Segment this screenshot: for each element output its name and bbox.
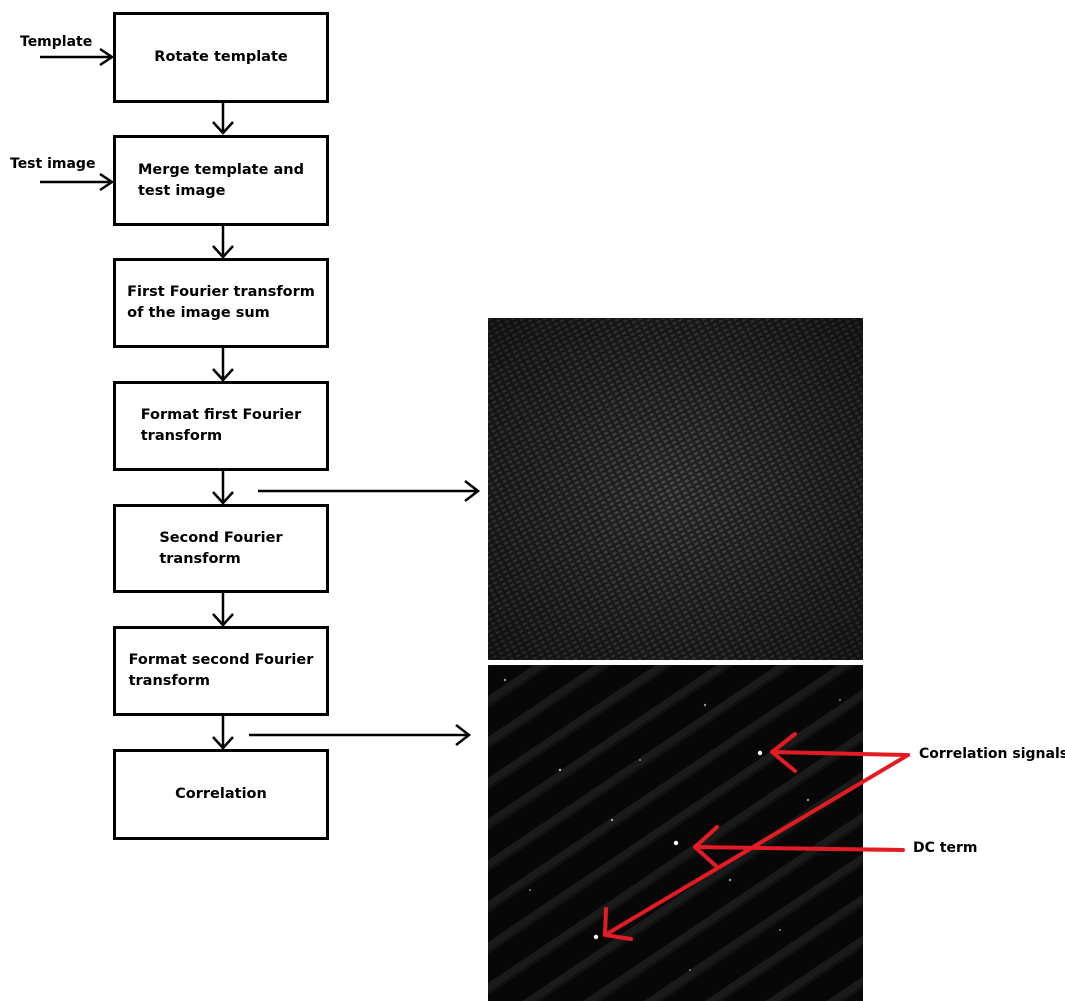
branch-arrow-second-transform — [249, 724, 472, 746]
connector-arrow — [212, 593, 234, 627]
connector-arrow — [212, 471, 234, 505]
step-merge-images: Merge template and test image — [113, 135, 329, 226]
correlation-plane-image — [488, 665, 863, 1001]
template-input-label: Template — [20, 34, 93, 50]
connector-arrow — [212, 103, 234, 135]
connector-arrow — [212, 348, 234, 382]
step-label: Correlation — [175, 786, 267, 802]
template-input-arrow — [40, 47, 115, 67]
step-label: First Fourier transform of the image sum — [127, 284, 315, 321]
test-image-input-arrow — [40, 172, 115, 192]
step-label: Merge template and test image — [138, 161, 304, 199]
step-label: Format second Fourier transform — [128, 652, 314, 689]
test-image-input-label: Test image — [10, 156, 96, 172]
correlation-signals-label: Correlation signals — [919, 746, 1065, 762]
step-correlation: Correlation — [113, 749, 329, 840]
correlation-spots — [503, 678, 841, 971]
step-rotate-template: Rotate template — [113, 12, 329, 103]
dc-term-arrow — [693, 825, 905, 868]
step-format-second-transform: Format second Fourier transform — [113, 626, 329, 716]
branch-arrow-first-transform — [258, 480, 481, 502]
first-fourier-transform-image — [488, 318, 863, 660]
step-label: Second Fourier transform — [159, 529, 283, 567]
correlation-signals-arrows — [603, 732, 910, 941]
step-format-first-transform: Format first Fourier transform — [113, 381, 329, 471]
step-first-fourier-transform: First Fourier transform of the image sum — [113, 258, 329, 348]
step-label: Rotate template — [154, 49, 288, 65]
dc-term-label: DC term — [913, 840, 978, 856]
step-label: Format first Fourier transform — [140, 407, 302, 444]
connector-arrow — [212, 716, 234, 750]
connector-arrow — [212, 226, 234, 259]
step-second-fourier-transform: Second Fourier transform — [113, 504, 329, 593]
